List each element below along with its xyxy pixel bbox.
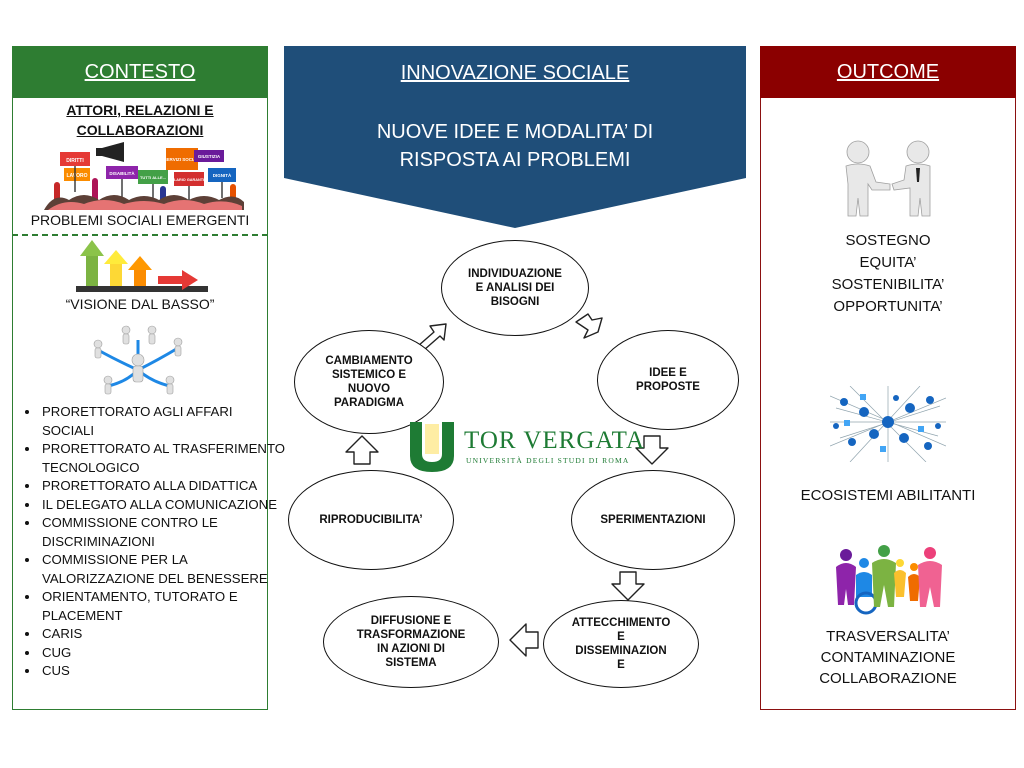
contesto-header: CONTESTO [12,46,268,98]
node-text: E [617,659,625,671]
sign-text: GIUSTIZIA [198,154,221,159]
tor-vergata-logo-icon [410,422,454,472]
value-text: OPPORTUNITA’ [833,298,943,315]
list-item: COMMISSIONE PER LA VALORIZZAZIONE DEL BE… [40,551,286,588]
outcome-collaboration-list: TRASVERSALITA’ CONTAMINAZIONE COLLABORAZ… [762,626,1014,689]
node-text: TRASFORMAZIONE [356,629,466,641]
cycle-node-idee: IDEE E PROPOSTE [597,330,739,430]
cycle-node-individuazione: INDIVIDUAZIONE E ANALISI DEI BISOGNI [441,240,589,336]
ecosistemi-abilitanti-label: ECOSISTEMI ABILITANTI [800,487,976,504]
diverse-people-icon [836,545,942,615]
growth-arrows-icon [76,240,208,292]
list-item: CUG [40,644,286,663]
node-text: SPERIMENTAZIONI [600,514,706,526]
visione-dal-basso-label: “VISIONE DAL BASSO” [65,296,215,312]
cycle-node-attecchimento: ATTECCHIMENTO E DISSEMINAZION E [543,600,699,688]
network-ecosystem-icon [830,386,946,462]
node-text: PROPOSTE [636,381,700,393]
innovazione-sociale-banner [284,46,746,228]
node-text: RIPRODUCIBILITA’ [319,514,423,526]
node-text: DIFFUSIONE E [370,615,452,627]
subtitle-line1: NUOVE IDEE E MODALITA’ DI [376,121,654,143]
node-text: SISTEMICO E [331,369,407,381]
tor-vergata-name: TOR VERGATA [464,427,646,454]
list-item: IL DELEGATO ALLA COMUNICAZIONE [40,496,286,515]
sign-text: SALARIO GARANTITO [169,178,210,182]
sign-text: LAVORO [66,173,87,179]
contesto-subtitle-line1: ATTORI, RELAZIONI E [66,102,214,118]
list-item: CUS [40,662,286,681]
cycle-node-riproducibilita: RIPRODUCIBILITA’ [288,470,454,570]
node-text: CAMBIAMENTO [325,355,413,367]
list-item: ORIENTAMENTO, TUTORATO E PLACEMENT [40,588,286,625]
node-text: ATTECCHIMENTO [571,617,671,629]
arrow-icon [575,313,603,339]
sign-text: DIGNITÀ [213,172,232,178]
handshake-icon [845,140,931,217]
value-text: EQUITA’ [859,254,917,271]
cycle-node-sperimentazioni: SPERIMENTAZIONI [571,470,735,570]
node-text: IN AZIONI DI [377,643,445,655]
arrow-icon [611,571,645,601]
cycle-node-diffusione: DIFFUSIONE E TRASFORMAZIONE IN AZIONI DI… [323,596,499,688]
protest-illustration: DIRITTI LAVORO DISABILITÀ TUTTI ALLE... … [44,142,244,210]
node-text: PARADIGMA [333,397,405,409]
crowd [44,178,244,210]
arrow-icon [509,623,539,657]
arrow-icon [417,323,447,351]
value-text: SOSTENIBILITA’ [831,276,945,293]
cycle-arrows [345,313,669,657]
innovazione-sociale-title: INNOVAZIONE SOCIALE [400,62,630,84]
outcome-values: SOSTEGNO EQUITA’ SOSTENIBILITA’ OPPORTUN… [762,230,1014,318]
node-text: E [617,631,625,643]
node-text: SISTEMA [385,657,437,669]
subtitle-line2: RISPOSTA AI PROBLEMI [399,149,631,171]
tor-vergata-subtitle: UNIVERSITÀ DEGLI STUDI DI ROMA [466,456,630,465]
problemi-sociali-label: PROBLEMI SOCIALI EMERGENTI [30,212,250,228]
node-text: NUOVO [347,383,391,395]
list-item: PRORETTORATO ALLA DIDATTICA [40,477,286,496]
sign-text: SERVIZI SOCIALI [164,157,201,162]
value-text: TRASVERSALITA’ [826,628,950,645]
cycle-node-cambiamento: CAMBIAMENTO SISTEMICO E NUOVO PARADIGMA [294,330,444,434]
contesto-subtitle: ATTORI, RELAZIONI E COLLABORAZIONI [14,100,266,140]
list-item: COMMISSIONE CONTRO LE DISCRIMINAZIONI [40,514,286,551]
value-text: COLLABORAZIONE [819,670,957,687]
node-text: E ANALISI DEI [475,282,555,294]
people-network-icon [93,325,183,395]
contesto-subtitle-line2: COLLABORAZIONI [76,122,204,138]
node-text: BISOGNI [490,296,540,308]
sign-text: DISABILITÀ [109,170,135,176]
outcome-header: OUTCOME [760,46,1016,98]
node-text: INDIVIDUAZIONE [468,268,562,280]
arrow-icon [345,435,379,465]
sign-text: TUTTI ALLE... [140,175,166,180]
innovazione-sociale-subtitle: NUOVE IDEE E MODALITA’ DI RISPOSTA AI PR… [284,118,746,174]
sign-text: DIRITTI [66,158,84,164]
arrow-icon [635,435,669,465]
value-text: SOSTEGNO [845,232,931,249]
value-text: CONTAMINAZIONE [820,649,956,666]
list-item: PRORETTORATO AGLI AFFARI SOCIALI [40,403,286,440]
node-text: IDEE E [649,367,687,379]
protest-signs: DIRITTI LAVORO DISABILITÀ TUTTI ALLE... … [60,148,236,186]
list-item: PRORETTORATO AL TRASFERIMENTO TECNOLOGIC… [40,440,286,477]
dashed-divider [12,234,268,236]
attori-list: PRORETTORATO AGLI AFFARI SOCIALI PRORETT… [20,403,286,681]
list-item: CARIS [40,625,286,644]
megaphone-icon [96,142,124,162]
node-text: DISSEMINAZION [575,645,667,657]
